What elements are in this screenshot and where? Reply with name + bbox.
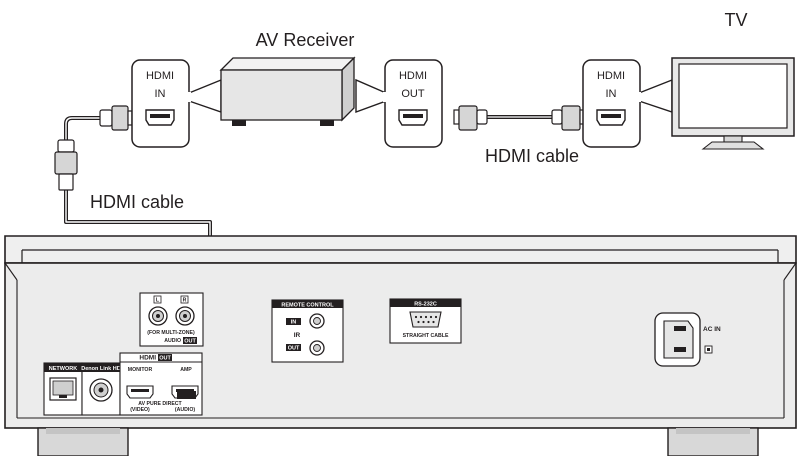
callout-receiver-hdmi-out: HDMI OUT: [384, 59, 443, 148]
straight-cable-label: STRAIGHT CABLE: [403, 333, 449, 339]
multi-zone-label: (FOR MULTI-ZONE): [147, 330, 195, 336]
network-label: NETWORK: [49, 366, 77, 372]
callout-receiver-out-line1: HDMI: [399, 70, 427, 82]
av-receiver: [219, 56, 356, 126]
hdmi-port-icon: [596, 109, 626, 126]
callout-receiver-in-line2: IN: [155, 88, 166, 100]
ac-in-block: AC IN: [654, 312, 721, 367]
callout-tv-hdmi-in: HDMI IN: [582, 59, 641, 148]
av-pure-direct-label: AV PURE DIRECT: [138, 401, 182, 407]
ir-label: IR: [294, 332, 301, 339]
hdmi-plug-receiver-out: [453, 105, 488, 131]
hdmi-port-icon: [398, 109, 428, 126]
audio-left-label: L: [156, 298, 160, 304]
ir-in-badge: IN: [291, 320, 297, 326]
hdmi-plug-tv-in: [551, 105, 586, 131]
network-port-block: NETWORK: [43, 362, 83, 416]
denon-link-label: Denon Link HD: [81, 366, 120, 372]
remote-control-label: REMOTE CONTROL: [281, 302, 334, 308]
callout-pointer: [188, 78, 222, 113]
hdmi-out-block: HDMI OUT MONITOR AMP AV PURE DIRECT (VID…: [119, 352, 203, 416]
av-receiver-label: AV Receiver: [256, 30, 355, 50]
denon-link-port-block: Denon Link HD: [81, 362, 121, 416]
hdmi-monitor-port: [126, 385, 154, 399]
hdmi-out-badge: OUT: [159, 356, 171, 362]
audio-label: (AUDIO): [175, 407, 195, 413]
ir-in-jack: [309, 313, 325, 329]
callout-receiver-in-line1: HDMI: [146, 70, 174, 82]
hdmi-out-prefix: HDMI: [139, 355, 156, 362]
tv-icon: [671, 57, 795, 150]
ir-out-badge: OUT: [288, 346, 300, 352]
ac-in-label: AC IN: [703, 326, 721, 333]
callout-receiver-hdmi-in: HDMI IN: [131, 59, 190, 148]
hdmi-plug-left-top: [99, 105, 133, 131]
hdmi-plug-amp: [177, 391, 196, 399]
ir-out-jack: [309, 340, 325, 356]
audio-out-badge: OUT: [184, 339, 196, 345]
rs232c-label: RS-232C: [414, 301, 437, 307]
tv-label: TV: [724, 10, 747, 30]
hdmi-cable-label-left: HDMI cable: [90, 192, 184, 212]
rca-right-jack: [175, 306, 195, 326]
callout-pointer: [355, 78, 387, 114]
callout-tv-in-line2: IN: [606, 88, 617, 100]
audio-out-prefix: AUDIO: [164, 338, 181, 344]
remote-control-block: REMOTE CONTROL IN IR OUT: [271, 299, 344, 363]
audio-right-label: R: [183, 298, 187, 304]
audio-out-block: L R (FOR MULTI-ZONE) AUDIO OUT: [139, 292, 204, 347]
rs232c-block: RS-232C STRAIGHT CABLE: [389, 298, 462, 344]
hdmi-plug-vertical: [54, 139, 78, 191]
callout-tv-in-line1: HDMI: [597, 70, 625, 82]
hdmi-monitor-label: MONITOR: [128, 367, 153, 373]
callout-receiver-out-line2: OUT: [401, 88, 425, 100]
serial-port-icon: [409, 311, 442, 328]
callout-pointer: [638, 78, 673, 113]
rca-left-jack: [148, 306, 168, 326]
video-label: (VIDEO): [130, 407, 150, 413]
hdmi-port-icon: [145, 109, 175, 126]
hdmi-amp-label: AMP: [180, 367, 192, 373]
hdmi-cable-label-top: HDMI cable: [485, 146, 579, 166]
